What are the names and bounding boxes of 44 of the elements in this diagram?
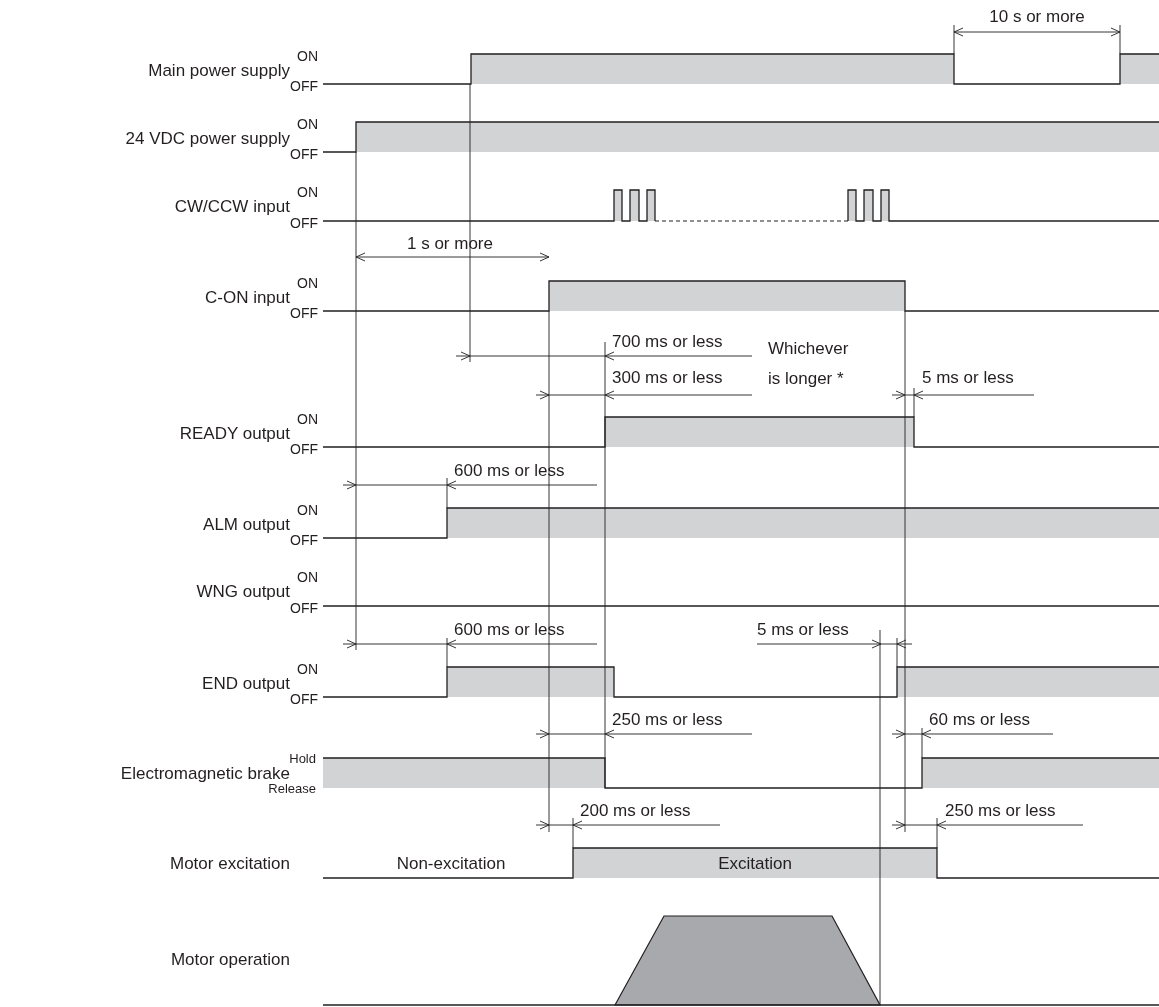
timing-label: 200 ms or less xyxy=(580,801,691,821)
timing-label: 5 ms or less xyxy=(757,620,849,640)
signal-name: Electromagnetic brake xyxy=(120,764,290,784)
timing-label: 600 ms or less xyxy=(454,461,565,481)
state-label: Hold xyxy=(289,751,316,767)
signal-name: C-ON input xyxy=(204,288,290,308)
timing-label: 250 ms or less xyxy=(945,801,1056,821)
signal-name: Motor operation xyxy=(170,950,290,970)
state-label: ON xyxy=(297,185,318,201)
state-label: ON xyxy=(297,49,318,65)
state-label: OFF xyxy=(290,692,318,708)
signal-name: 24 VDC power supply xyxy=(125,129,290,149)
state-label: ON xyxy=(297,662,318,678)
state-label: OFF xyxy=(290,442,318,458)
state-label: Non-excitation xyxy=(396,854,506,874)
timing-label: 250 ms or less xyxy=(612,710,723,730)
state-label: OFF xyxy=(290,147,318,163)
state-label: ON xyxy=(297,276,318,292)
timing-label: 5 ms or less xyxy=(922,368,1014,388)
state-label: OFF xyxy=(290,306,318,322)
state-label: OFF xyxy=(290,216,318,232)
signal-name: CW/CCW input xyxy=(174,197,290,217)
state-label: ON xyxy=(297,570,318,586)
state-label: OFF xyxy=(290,533,318,549)
state-label: ON xyxy=(297,412,318,428)
state-label: ON xyxy=(297,117,318,133)
signal-name: Main power supply xyxy=(148,61,290,81)
signal-name: ALM output xyxy=(203,515,290,535)
signal-name: READY output xyxy=(179,424,290,444)
timing-label: 300 ms or less xyxy=(612,368,723,388)
state-label: OFF xyxy=(290,79,318,95)
timing-label: 600 ms or less xyxy=(454,620,565,640)
state-label: Release xyxy=(268,781,316,797)
state-label: Excitation xyxy=(718,854,792,874)
timing-label: 700 ms or less xyxy=(612,332,723,352)
timing-label: 1 s or more xyxy=(407,234,493,254)
signal-name: END output xyxy=(202,674,290,694)
note-text: Whichever is longer * xyxy=(768,338,850,390)
signal-name: WNG output xyxy=(196,582,290,602)
state-label: ON xyxy=(297,503,318,519)
timing-label: 10 s or more xyxy=(989,7,1085,27)
timing-label: 60 ms or less xyxy=(929,710,1031,730)
signal-name: Motor excitation xyxy=(170,854,290,874)
state-label: OFF xyxy=(290,601,318,617)
